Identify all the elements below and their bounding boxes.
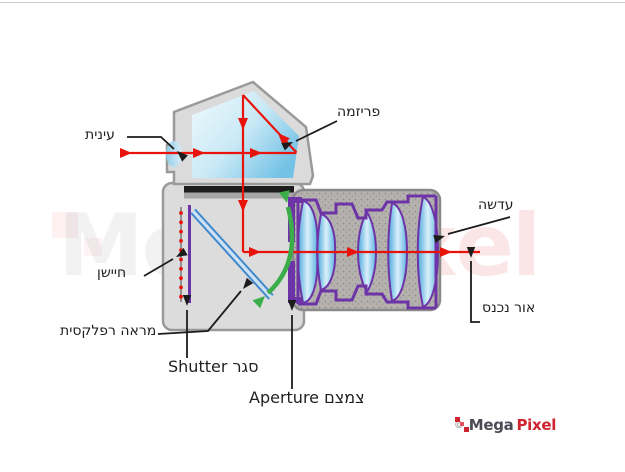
label-sensor: חיישן — [97, 265, 127, 281]
focal-plane-gray-bar — [184, 192, 294, 199]
label-reflex-mirror: מראה רפלקסית — [60, 323, 157, 339]
light-direction-arrows — [120, 118, 452, 257]
label-shutter: Shutter סגר — [168, 357, 259, 376]
label-leader-arrowheads — [176, 142, 476, 311]
logo-pixel-text: Pixel — [516, 416, 557, 434]
reflex-mirror — [190, 208, 274, 300]
watermark-pixel-square — [52, 212, 78, 238]
label-incoming-light: אור נכנס — [482, 300, 536, 316]
prism-glass — [192, 91, 299, 178]
logo-mega-text: Mega — [468, 416, 514, 434]
watermark-pixel-square — [84, 238, 102, 256]
pixel-squares-icon — [455, 417, 469, 432]
label-aperture: Aperture צמצם — [249, 388, 365, 407]
top-border-line — [0, 2, 625, 3]
label-leader-lines — [127, 120, 511, 389]
label-eyepiece: עינית — [85, 127, 115, 143]
mirror-motion-arrow — [252, 190, 295, 309]
copyright-symbol: © — [454, 419, 464, 431]
label-prism: פריזמה — [337, 104, 381, 120]
light-path — [120, 94, 480, 257]
label-lens: עדשה — [478, 197, 514, 213]
focal-plane-black-bar — [184, 186, 294, 193]
lens-elements — [296, 195, 440, 309]
